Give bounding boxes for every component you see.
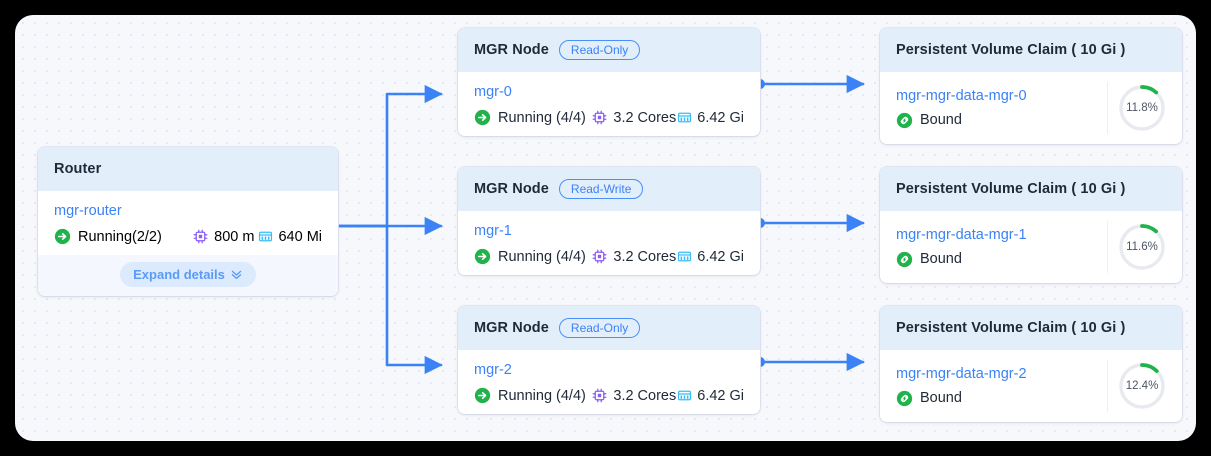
pvc-info: mgr-mgr-data-mgr-2 Bound bbox=[896, 366, 1101, 407]
mgr-node-status: Running (4/4) bbox=[474, 109, 586, 126]
memory-stick-icon bbox=[676, 248, 693, 265]
cpu-chip-icon bbox=[591, 248, 608, 265]
memory-stick-icon bbox=[257, 228, 274, 245]
mgr-node-metrics-row: Running (4/4) 3.2 Cores 6.42 Gi bbox=[474, 387, 744, 404]
router-memory-value: 640 Mi bbox=[278, 228, 322, 245]
router-metrics-row: Running(2/2) 800 m bbox=[54, 228, 322, 245]
router-status-text: Running(2/2) bbox=[78, 228, 162, 245]
memory-stick-icon bbox=[676, 109, 693, 126]
mgr-node-role-badge: Read-Write bbox=[558, 179, 644, 199]
pvc-card-body: mgr-mgr-data-mgr-0 Bound 11.8% bbox=[880, 72, 1182, 144]
router-card[interactable]: Router mgr-router Running(2/2) bbox=[38, 147, 338, 296]
mgr-node-card-header: MGR Node Read-Only bbox=[458, 306, 760, 350]
mgr-node-card-header: MGR Node Read-Only bbox=[458, 28, 760, 72]
mgr-node-resource-link[interactable]: mgr-0 bbox=[474, 84, 512, 100]
expand-details-label: Expand details bbox=[133, 267, 225, 282]
mgr-node-cpu-value: 3.2 Cores bbox=[613, 248, 677, 265]
mgr-node-card-body: mgr-1 Running (4/4) 3.2 Cores bbox=[458, 211, 760, 275]
link-bound-icon bbox=[896, 112, 913, 129]
mgr-node-memory-value: 6.42 Gi bbox=[697, 109, 744, 126]
double-chevron-down-icon bbox=[230, 268, 243, 281]
pvc-status: Bound bbox=[896, 251, 1101, 268]
pvc-usage-value: 11.6% bbox=[1126, 241, 1158, 253]
cpu-chip-icon bbox=[591, 109, 608, 126]
mgr-node-resource-metrics: 3.2 Cores 6.42 Gi bbox=[591, 109, 744, 126]
pvc-status-text: Bound bbox=[920, 251, 962, 267]
running-arrow-icon bbox=[474, 248, 491, 265]
pvc-info: mgr-mgr-data-mgr-0 Bound bbox=[896, 88, 1101, 129]
pvc-usage-value: 12.4% bbox=[1125, 380, 1159, 392]
mgr-node-card-title: MGR Node bbox=[474, 42, 549, 58]
pvc-card-title: Persistent Volume Claim ( 10 Gi ) bbox=[896, 42, 1126, 58]
cpu-chip-icon bbox=[192, 228, 209, 245]
pvc-status: Bound bbox=[896, 390, 1101, 407]
pvc-resource-link[interactable]: mgr-mgr-data-mgr-1 bbox=[896, 226, 1027, 243]
mgr-node-role-badge: Read-Only bbox=[558, 318, 641, 338]
expand-details-button[interactable]: Expand details bbox=[120, 262, 256, 287]
mgr-node-memory-value: 6.42 Gi bbox=[697, 387, 744, 404]
mgr-node-resource-metrics: 3.2 Cores 6.42 Gi bbox=[591, 387, 744, 404]
mgr-node-status-text: Running (4/4) bbox=[498, 248, 586, 265]
pvc-card[interactable]: Persistent Volume Claim ( 10 Gi ) mgr-mg… bbox=[880, 306, 1182, 422]
mgr-node-card[interactable]: MGR Node Read-Write mgr-1 Running (4/4) … bbox=[458, 167, 760, 275]
mgr-node-resource-link[interactable]: mgr-1 bbox=[474, 223, 512, 239]
mgr-node-status: Running (4/4) bbox=[474, 387, 586, 404]
mgr-node-status-text: Running (4/4) bbox=[498, 387, 586, 404]
pvc-resource-link[interactable]: mgr-mgr-data-mgr-0 bbox=[896, 87, 1027, 104]
cpu-chip-icon bbox=[591, 387, 608, 404]
pvc-card-title: Persistent Volume Claim ( 10 Gi ) bbox=[896, 320, 1126, 336]
mgr-node-card-body: mgr-0 Running (4/4) 3.2 Cores bbox=[458, 72, 760, 136]
pvc-status-text: Bound bbox=[920, 112, 962, 128]
running-arrow-icon bbox=[54, 228, 71, 245]
running-arrow-icon bbox=[474, 387, 491, 404]
router-card-body: mgr-router Running(2/2) 800 m bbox=[38, 191, 338, 296]
mgr-node-metrics-row: Running (4/4) 3.2 Cores 6.42 Gi bbox=[474, 109, 744, 126]
router-card-header: Router bbox=[38, 147, 338, 191]
mgr-node-card-header: MGR Node Read-Write bbox=[458, 167, 760, 211]
pvc-card[interactable]: Persistent Volume Claim ( 10 Gi ) mgr-mg… bbox=[880, 28, 1182, 144]
pvc-status-text: Bound bbox=[920, 390, 962, 406]
pvc-divider bbox=[1107, 360, 1108, 412]
mgr-node-resource-link[interactable]: mgr-2 bbox=[474, 362, 512, 378]
mgr-node-card-body: mgr-2 Running (4/4) 3.2 Cores bbox=[458, 350, 760, 414]
running-arrow-icon bbox=[474, 109, 491, 126]
mgr-node-status-text: Running (4/4) bbox=[498, 109, 586, 126]
pvc-usage-gauge: 11.8% bbox=[1116, 82, 1168, 134]
pvc-card-header: Persistent Volume Claim ( 10 Gi ) bbox=[880, 306, 1182, 350]
mgr-node-memory-value: 6.42 Gi bbox=[697, 248, 744, 265]
pvc-status: Bound bbox=[896, 112, 1101, 129]
link-bound-icon bbox=[896, 251, 913, 268]
router-card-footer: Expand details bbox=[38, 255, 338, 296]
pvc-resource-link[interactable]: mgr-mgr-data-mgr-2 bbox=[896, 365, 1027, 382]
pvc-card-title: Persistent Volume Claim ( 10 Gi ) bbox=[896, 181, 1126, 197]
pvc-divider bbox=[1107, 82, 1108, 134]
mgr-node-metrics-row: Running (4/4) 3.2 Cores 6.42 Gi bbox=[474, 248, 744, 265]
topology-canvas[interactable]: Router mgr-router Running(2/2) bbox=[15, 15, 1196, 441]
pvc-card-body: mgr-mgr-data-mgr-1 Bound 11.6% bbox=[880, 211, 1182, 283]
mgr-node-role-badge: Read-Only bbox=[558, 40, 641, 60]
pvc-card-header: Persistent Volume Claim ( 10 Gi ) bbox=[880, 167, 1182, 211]
pvc-card-header: Persistent Volume Claim ( 10 Gi ) bbox=[880, 28, 1182, 72]
pvc-usage-gauge: 12.4% bbox=[1116, 360, 1168, 412]
pvc-usage-gauge: 11.6% bbox=[1116, 221, 1168, 273]
pvc-card[interactable]: Persistent Volume Claim ( 10 Gi ) mgr-mg… bbox=[880, 167, 1182, 283]
mgr-node-cpu-value: 3.2 Cores bbox=[613, 387, 677, 404]
mgr-node-cpu-value: 3.2 Cores bbox=[613, 109, 677, 126]
pvc-info: mgr-mgr-data-mgr-1 Bound bbox=[896, 227, 1101, 268]
mgr-node-status: Running (4/4) bbox=[474, 248, 586, 265]
pvc-divider bbox=[1107, 221, 1108, 273]
router-card-title: Router bbox=[54, 161, 102, 177]
link-bound-icon bbox=[896, 390, 913, 407]
mgr-node-card-title: MGR Node bbox=[474, 181, 549, 197]
mgr-node-card-title: MGR Node bbox=[474, 320, 549, 336]
mgr-node-resource-metrics: 3.2 Cores 6.42 Gi bbox=[591, 248, 744, 265]
mgr-node-card[interactable]: MGR Node Read-Only mgr-2 Running (4/4) 3… bbox=[458, 306, 760, 414]
pvc-usage-value: 11.8% bbox=[1126, 102, 1158, 114]
pvc-card-body: mgr-mgr-data-mgr-2 Bound 12.4% bbox=[880, 350, 1182, 422]
router-resource-link[interactable]: mgr-router bbox=[54, 203, 122, 219]
router-cpu-value: 800 m bbox=[214, 228, 255, 245]
mgr-node-card[interactable]: MGR Node Read-Only mgr-0 Running (4/4) 3… bbox=[458, 28, 760, 136]
memory-stick-icon bbox=[676, 387, 693, 404]
